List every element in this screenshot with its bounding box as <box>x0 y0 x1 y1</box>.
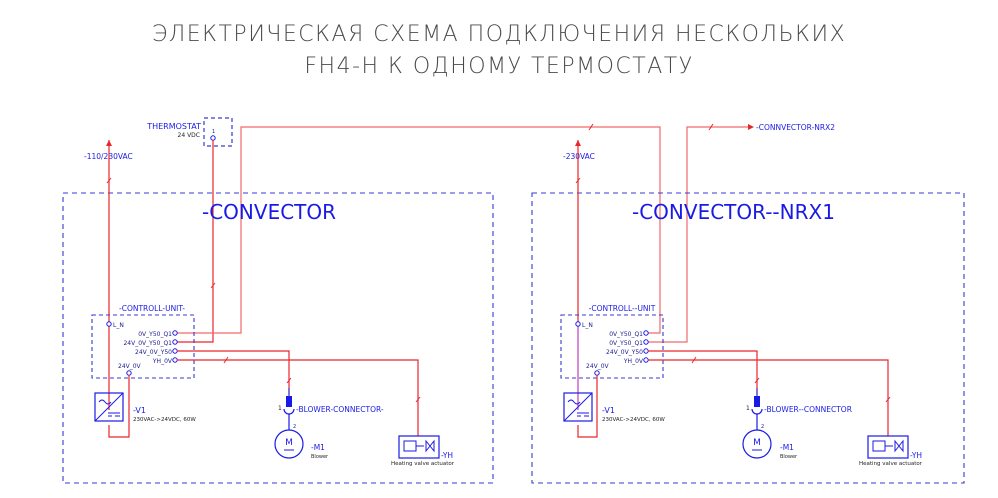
convector-unit-1: -CONVECTOR -110/230VAC -CONTROLL-UNIT- L… <box>62 140 494 484</box>
wire-thermostat-to-unit1 <box>175 140 214 343</box>
psu-name: -V1 <box>602 406 615 415</box>
blower-connector-icon <box>286 396 292 407</box>
terminal-psu-label: 24V_0V <box>586 363 610 370</box>
blower-connector-label: -BLOWER-CONNECTOR- <box>296 405 384 414</box>
supply-arrow-icon <box>106 140 112 146</box>
terminal-t2 <box>172 339 178 345</box>
supply-label: -230VAC <box>563 152 595 161</box>
psu-icon <box>94 392 124 422</box>
thermostat-terminal <box>210 135 216 141</box>
motor-desc: Blower <box>780 454 798 460</box>
controller-label: -CONTROLL--UNIT <box>589 304 656 313</box>
motor-name: -M1 <box>311 443 325 452</box>
terminal-ln-label: L_N <box>582 322 593 329</box>
thermostat-frame <box>203 117 233 147</box>
diagram-title-line2: FH4-H К ОДНОМУ ТЕРМОСТАТУ <box>304 54 694 79</box>
terminal-t2-label: 0V_Y50_Q1 <box>609 340 643 347</box>
svg-text:2: 2 <box>293 424 296 430</box>
terminal-t4-label: YH_0V <box>623 358 644 365</box>
blower-connector-label: -BLOWER--CONNECTOR <box>764 405 852 414</box>
wire-blower <box>648 350 758 395</box>
nrx2-label: -CONNVECTOR-NRX2 <box>756 123 835 132</box>
wire-blower <box>177 350 290 395</box>
arrow-nrx2-icon <box>748 124 754 130</box>
thermostat-label: THERMOSTAT <box>146 122 201 131</box>
terminal-t3 <box>172 348 178 354</box>
wire-psu-loop <box>577 375 598 438</box>
terminal-t4 <box>643 357 649 363</box>
terminal-t2-label: 24V_0V_Y50_Q1 <box>123 340 172 347</box>
terminal-t1-label: 0V_Y50_Q1 <box>138 331 172 338</box>
terminal-ln-label: L_N <box>113 322 124 329</box>
wire-bus-unit1-unit2 <box>175 126 661 334</box>
valve-actuator-icon <box>398 435 440 459</box>
thermostat-pin: 1 <box>212 129 215 135</box>
thermostat-voltage: 24 VDC <box>178 132 200 139</box>
blower-connector-icon <box>754 396 760 407</box>
wire-psu-loop <box>108 375 130 438</box>
supply-arrow-icon <box>575 140 581 146</box>
supply-label: -110/230VAC <box>84 152 133 161</box>
terminal-psu <box>594 370 600 376</box>
terminal-t3-label: 24V_0V_Y50 <box>135 349 172 356</box>
wire-valve <box>177 359 419 436</box>
controller-frame <box>91 314 195 379</box>
thermostat: THERMOSTAT 24 VDC 1 <box>146 117 233 147</box>
svg-text:1: 1 <box>746 405 750 412</box>
convector-name: -CONVECTOR--NRX1 <box>632 200 835 224</box>
terminal-t1 <box>643 330 649 336</box>
terminal-t1-label: 0V_Y50_Q1 <box>609 331 643 338</box>
wire-bus-to-nrx2 <box>646 126 748 343</box>
valve-desc: Heating valve actuator <box>859 461 923 467</box>
terminal-t3 <box>643 348 649 354</box>
svg-text:M: M <box>753 438 761 448</box>
valve-name: -YH <box>910 451 922 460</box>
terminal-t1 <box>172 330 178 336</box>
convector-name: -CONVECTOR <box>202 200 336 224</box>
terminal-t4 <box>172 357 178 363</box>
convector-frame <box>531 192 965 484</box>
terminal-ln <box>575 321 581 327</box>
convector-unit-2: -CONVECTOR--NRX1 -230VAC -CONTROLL--UNIT… <box>531 140 965 484</box>
wire-valve <box>648 359 889 436</box>
motor-name: -M1 <box>780 443 794 452</box>
motor-desc: Blower <box>311 454 329 460</box>
psu-desc: 230VAC->24VDC, 60W <box>133 417 196 423</box>
motor-icon <box>274 429 304 459</box>
valve-name: -YH <box>441 451 453 460</box>
psu-name: -V1 <box>133 406 146 415</box>
terminal-psu-label: 24V_0V <box>118 363 142 370</box>
svg-text:M: M <box>285 438 293 448</box>
terminal-t2 <box>643 339 649 345</box>
convector-frame <box>62 192 494 484</box>
terminal-psu <box>126 370 132 376</box>
diagram-title-line1: ЭЛЕКТРИЧЕСКАЯ СХЕМА ПОДКЛЮЧЕНИЯ НЕСКОЛЬК… <box>151 22 847 47</box>
terminal-t4-label: YH_0V <box>152 358 173 365</box>
psu-desc: 230VAC->24VDC, 60W <box>602 417 665 423</box>
svg-text:2: 2 <box>761 424 764 430</box>
terminal-t3-label: 24V_0V_Y50 <box>606 349 643 356</box>
controller-frame <box>560 314 664 379</box>
controller-label: -CONTROLL-UNIT- <box>119 304 185 313</box>
terminal-ln <box>106 321 112 327</box>
valve-desc: Heating valve actuator <box>391 461 455 467</box>
motor-icon <box>742 429 772 459</box>
svg-text:1: 1 <box>278 405 282 412</box>
psu-icon <box>563 392 593 422</box>
valve-actuator-icon <box>867 435 909 459</box>
